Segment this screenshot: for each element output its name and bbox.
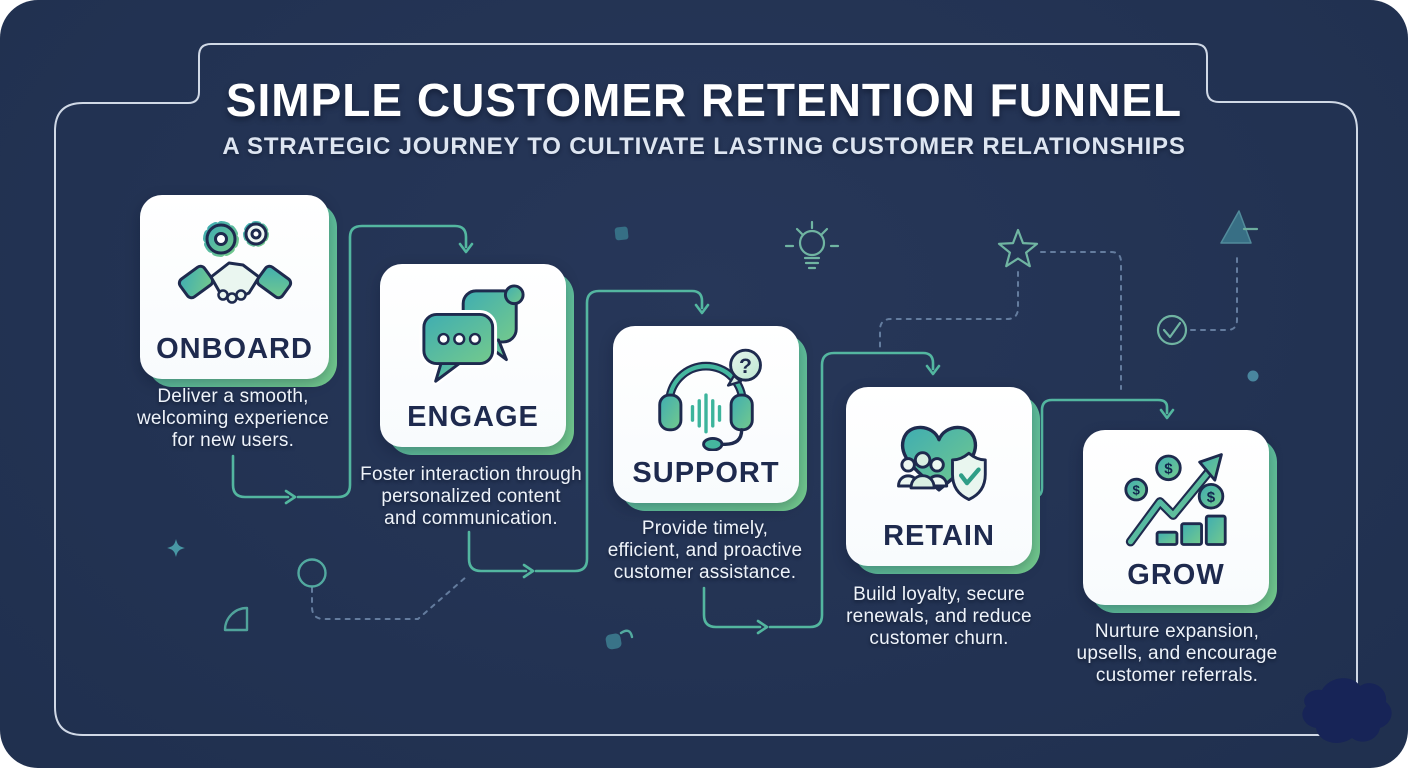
step-description-engage: Foster interaction through personalized …: [360, 464, 582, 530]
sparkle-icon: [167, 539, 185, 557]
connector-engage-support: [467, 530, 528, 573]
handshake-gears-icon: [174, 195, 296, 335]
connector-support-retain: [702, 586, 762, 629]
check-circle-icon: [1156, 314, 1188, 346]
growth-chart-icon: $ $ $: [1117, 430, 1235, 561]
svg-text:?: ?: [739, 354, 752, 377]
arrowhead: [458, 242, 474, 254]
dashed-paths: [311, 251, 1238, 620]
step-card-support: ? SUPPORT: [613, 326, 807, 511]
triangle-icon: [1220, 210, 1259, 244]
step-description-support: Provide timely, efficient, and proactive…: [607, 518, 803, 584]
arrowhead: [694, 303, 710, 315]
connector-arrows: [231, 224, 1175, 635]
step-label: ENGAGE: [407, 401, 539, 433]
step-label: ONBOARD: [156, 333, 313, 365]
chat-bubbles-icon: [414, 264, 532, 403]
page-subtitle: A STRATEGIC JOURNEY TO CULTIVATE LASTING…: [222, 133, 1186, 160]
dot-icon: [1247, 370, 1259, 382]
svg-text:$: $: [1164, 460, 1173, 477]
arrowhead: [284, 489, 297, 505]
connector-onboard-engage-2: [296, 224, 468, 499]
step-card-onboard: ONBOARD: [140, 195, 337, 387]
leaf-blob-icon: [605, 629, 634, 650]
quarter-circle-icon: [223, 606, 249, 632]
bird-logo-icon: [1302, 678, 1392, 743]
square-icon: [614, 226, 629, 241]
arrowhead: [1159, 408, 1175, 420]
step-label: SUPPORT: [632, 457, 780, 489]
connector-retain-grow: [1031, 398, 1169, 499]
step-description-retain: Build loyalty, secure renewals, and redu…: [846, 584, 1032, 650]
step-card-engage: ENGAGE: [380, 264, 574, 455]
page-title: SIMPLE CUSTOMER RETENTION FUNNEL: [225, 74, 1183, 126]
step-card-retain: RETAIN: [846, 387, 1040, 574]
svg-text:$: $: [1207, 488, 1216, 505]
connector-support-retain-2: [768, 351, 935, 629]
lightbulb-icon: [784, 220, 840, 270]
step-description-onboard: Deliver a smooth, welcoming experience f…: [137, 386, 329, 452]
arrowhead: [756, 619, 769, 635]
step-label: RETAIN: [883, 520, 995, 552]
step-label: GROW: [1127, 559, 1225, 591]
header: SIMPLE CUSTOMER RETENTION FUNNEL A STRAT…: [0, 74, 1408, 162]
svg-text:$: $: [1133, 482, 1141, 497]
headset-icon: ?: [647, 326, 765, 459]
step-card-grow: $ $ $ GROW: [1083, 430, 1277, 613]
decorations: [167, 210, 1392, 743]
connector-engage-support-2: [534, 289, 704, 573]
arrowhead: [925, 364, 941, 376]
star-icon: [997, 228, 1039, 268]
arrowhead: [522, 563, 535, 579]
heart-shield-people-icon: [880, 387, 998, 522]
connector-onboard-engage: [231, 454, 290, 499]
step-description-grow: Nurture expansion, upsells, and encourag…: [1076, 621, 1278, 687]
circle-outline-icon: [297, 558, 327, 588]
